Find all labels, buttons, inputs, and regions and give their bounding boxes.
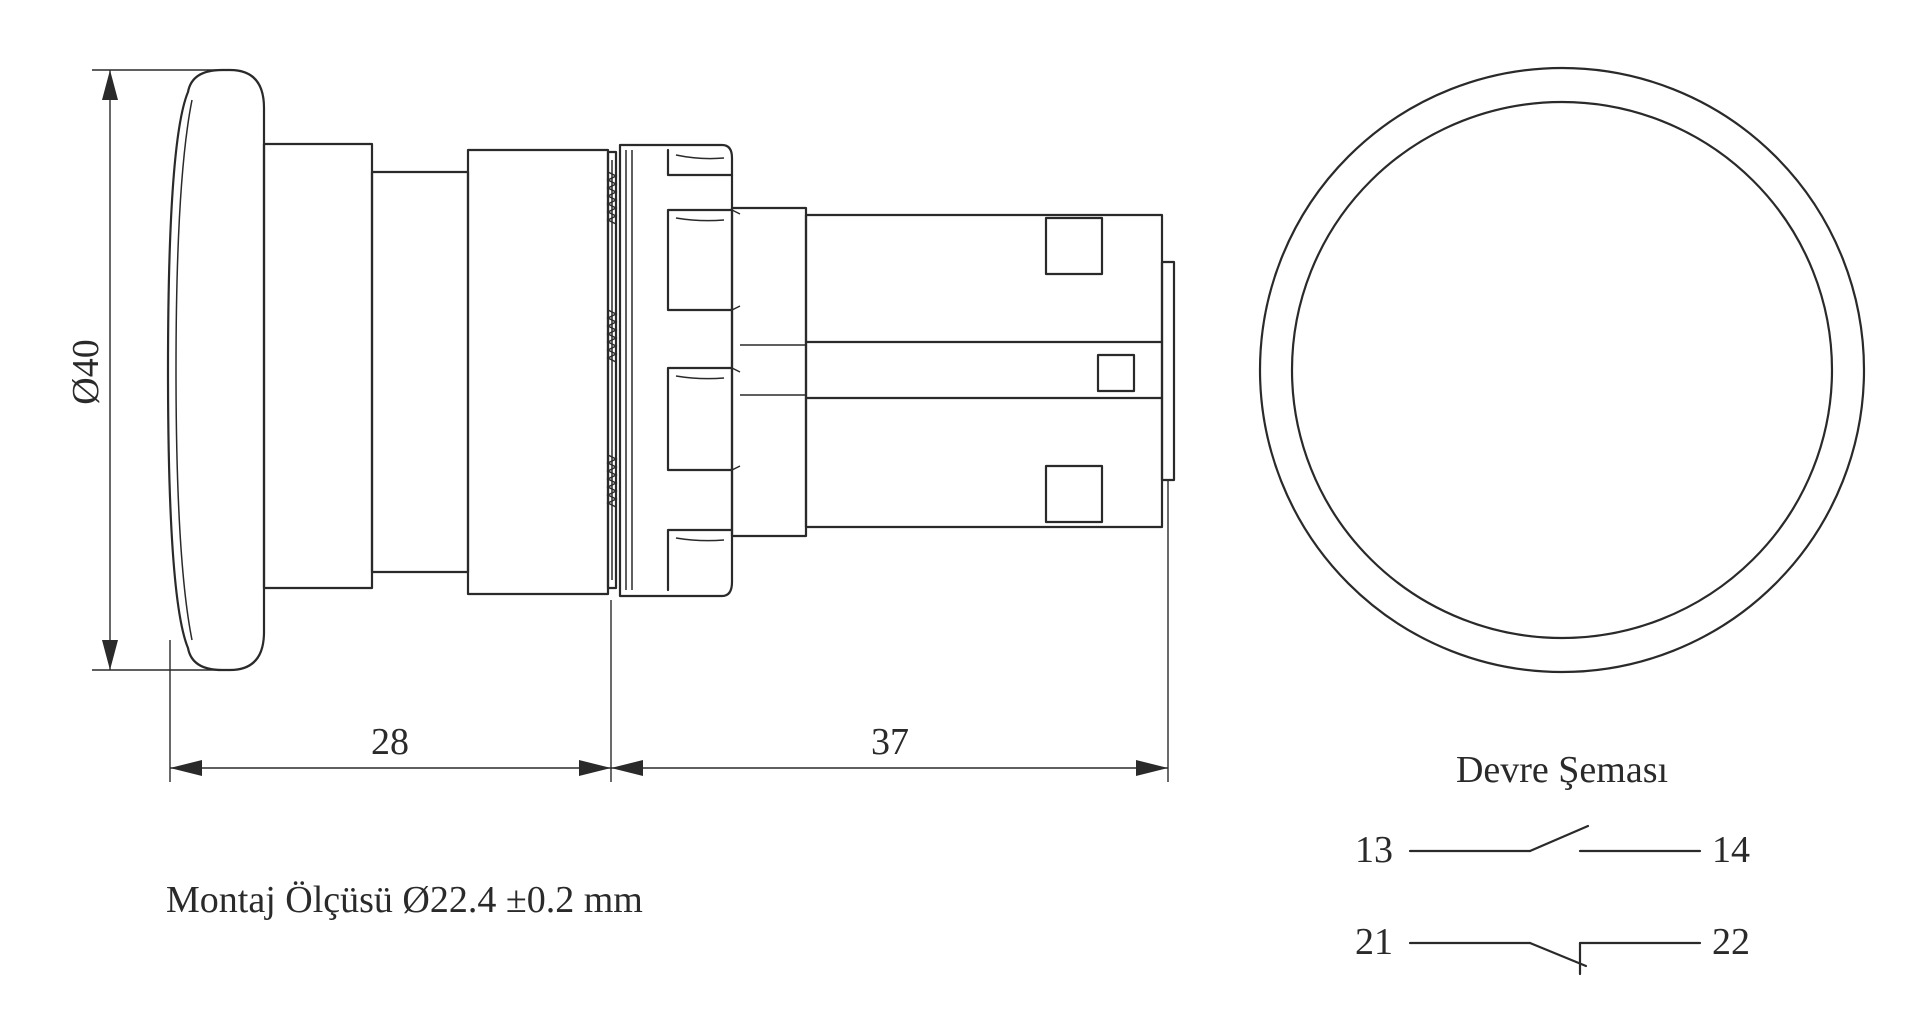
- dimension-arrow-down: [102, 640, 118, 670]
- circuit-title: Devre Şeması: [1456, 749, 1668, 791]
- dimension-37-label: 37: [871, 721, 909, 763]
- knurled-nut: [606, 150, 618, 590]
- dimension-28-label: 28: [371, 721, 409, 763]
- no-contact-blade: [1528, 824, 1590, 853]
- nc-contact-blade: [1528, 941, 1588, 968]
- terminal-14-label: 14: [1712, 829, 1750, 871]
- mounting-collar: [466, 148, 610, 596]
- dimension-arrow-left: [611, 760, 643, 776]
- dimension-arrow-up: [102, 70, 118, 100]
- front-view: [1258, 66, 1866, 674]
- dimension-diameter: Ø40: [65, 69, 224, 671]
- contact-window-middle: [1096, 353, 1136, 393]
- mushroom-head-inner-edge: [175, 99, 193, 641]
- diameter-label: Ø40: [65, 339, 107, 404]
- contact-window-top: [1044, 216, 1104, 276]
- front-view-inner-circle: [1290, 100, 1834, 640]
- terminal-22-label: 22: [1712, 921, 1750, 963]
- dimension-arrow-right: [1136, 760, 1168, 776]
- mushroom-head: [166, 68, 266, 672]
- head-neck: [262, 142, 374, 590]
- mounting-dimension-text: Montaj Ölçüsü Ø22.4 ±0.2 mm: [166, 879, 643, 921]
- locking-ring: [618, 143, 741, 598]
- dimension-horizontal: 28 37: [169, 480, 1169, 782]
- shaft: [370, 170, 470, 574]
- terminal-13-label: 13: [1355, 829, 1393, 871]
- contact-block: [730, 206, 1176, 538]
- terminal-21-label: 21: [1355, 921, 1393, 963]
- side-view: [166, 68, 1176, 672]
- circuit-diagram: Devre Şeması 13 14 21 22: [1355, 749, 1750, 976]
- contact-window-bottom: [1044, 464, 1104, 524]
- dimension-arrow-left: [170, 760, 202, 776]
- front-view-outer-circle: [1258, 66, 1866, 674]
- terminal-cap: [1160, 260, 1176, 482]
- dimension-arrow-right: [579, 760, 611, 776]
